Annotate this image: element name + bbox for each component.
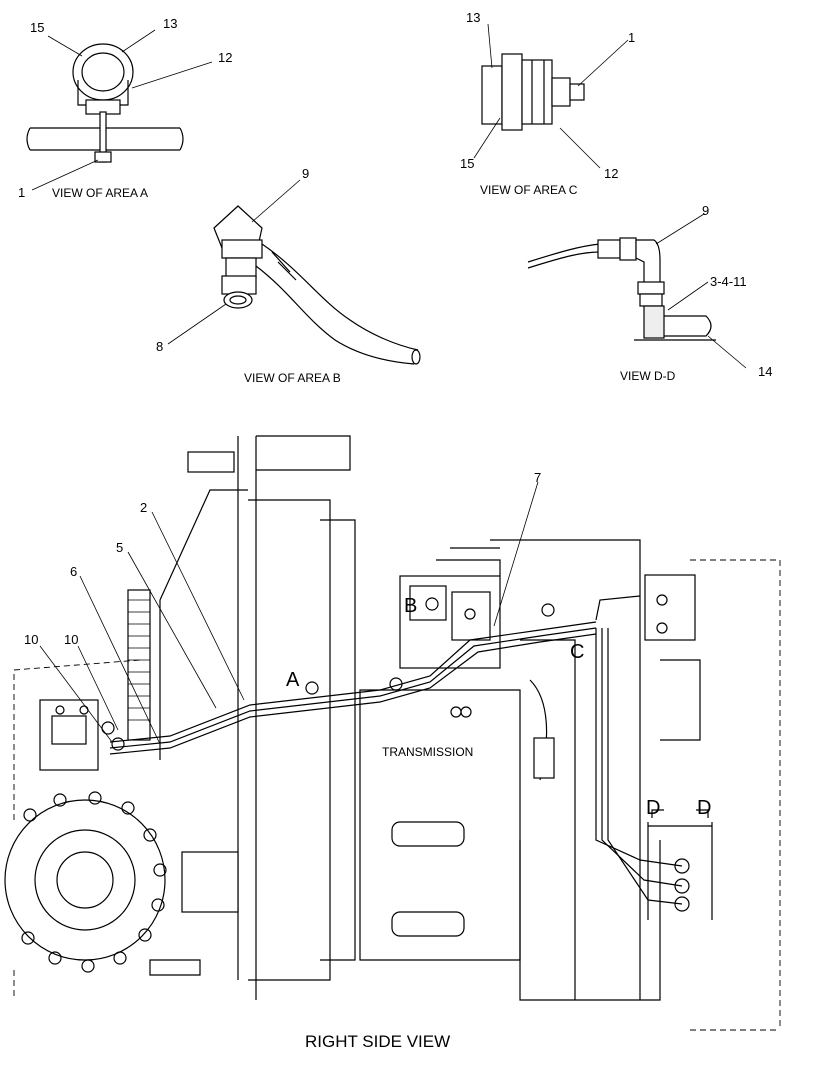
- area-marker-a: A: [286, 669, 300, 691]
- transmission-label: TRANSMISSION: [382, 745, 473, 759]
- callout-8: 8: [156, 339, 163, 354]
- callout-10: 10: [24, 632, 38, 647]
- area-marker-d: D: [646, 797, 660, 819]
- view-caption: VIEW D-D: [620, 369, 676, 383]
- callout-13: 13: [466, 10, 480, 25]
- bolt-circle: [21, 791, 167, 973]
- callout-9: 9: [702, 203, 709, 218]
- callout-2: 2: [140, 500, 147, 515]
- view-d-d: 9 3-4-11 14 VIEW D-D: [527, 203, 772, 383]
- callout-15: 15: [460, 156, 474, 171]
- callout-12: 12: [218, 50, 232, 65]
- area-b-drawing: [167, 179, 421, 365]
- callout-9: 9: [302, 166, 309, 181]
- area-c-drawing: [473, 23, 629, 169]
- callout-3-4-11: 3-4-11: [710, 274, 747, 289]
- view-area-a: 15 13 12 1 VIEW OF AREA A: [18, 16, 232, 200]
- callout-1: 1: [18, 185, 25, 200]
- callout-6: 6: [70, 564, 77, 579]
- view-area-b: 9 8 VIEW OF AREA B: [156, 166, 421, 385]
- area-marker-c: C: [570, 641, 584, 663]
- callout-12: 12: [604, 166, 618, 181]
- callout-13: 13: [163, 16, 177, 31]
- view-dd-drawing: [527, 213, 747, 369]
- machine-drawing: [4, 435, 781, 1031]
- view-caption: VIEW OF AREA C: [480, 183, 578, 197]
- area-marker-d-second: D: [697, 797, 711, 819]
- callout-5: 5: [116, 540, 123, 555]
- view-caption: VIEW OF AREA A: [52, 186, 148, 200]
- view-area-c: 13 1 15 12 VIEW OF AREA C: [460, 10, 635, 197]
- callout-10-second: 10: [64, 632, 78, 647]
- area-a-drawing: [26, 29, 213, 191]
- figure-title: RIGHT SIDE VIEW: [305, 1032, 450, 1051]
- callout-15: 15: [30, 20, 44, 35]
- view-caption: VIEW OF AREA B: [244, 371, 341, 385]
- callout-14: 14: [758, 364, 772, 379]
- right-side-view: 7 2 5 6 10 10 A B C D D TRANSMISSION: [4, 435, 781, 1031]
- callout-1: 1: [628, 30, 635, 45]
- callout-7: 7: [534, 470, 541, 485]
- area-marker-b: B: [404, 595, 417, 617]
